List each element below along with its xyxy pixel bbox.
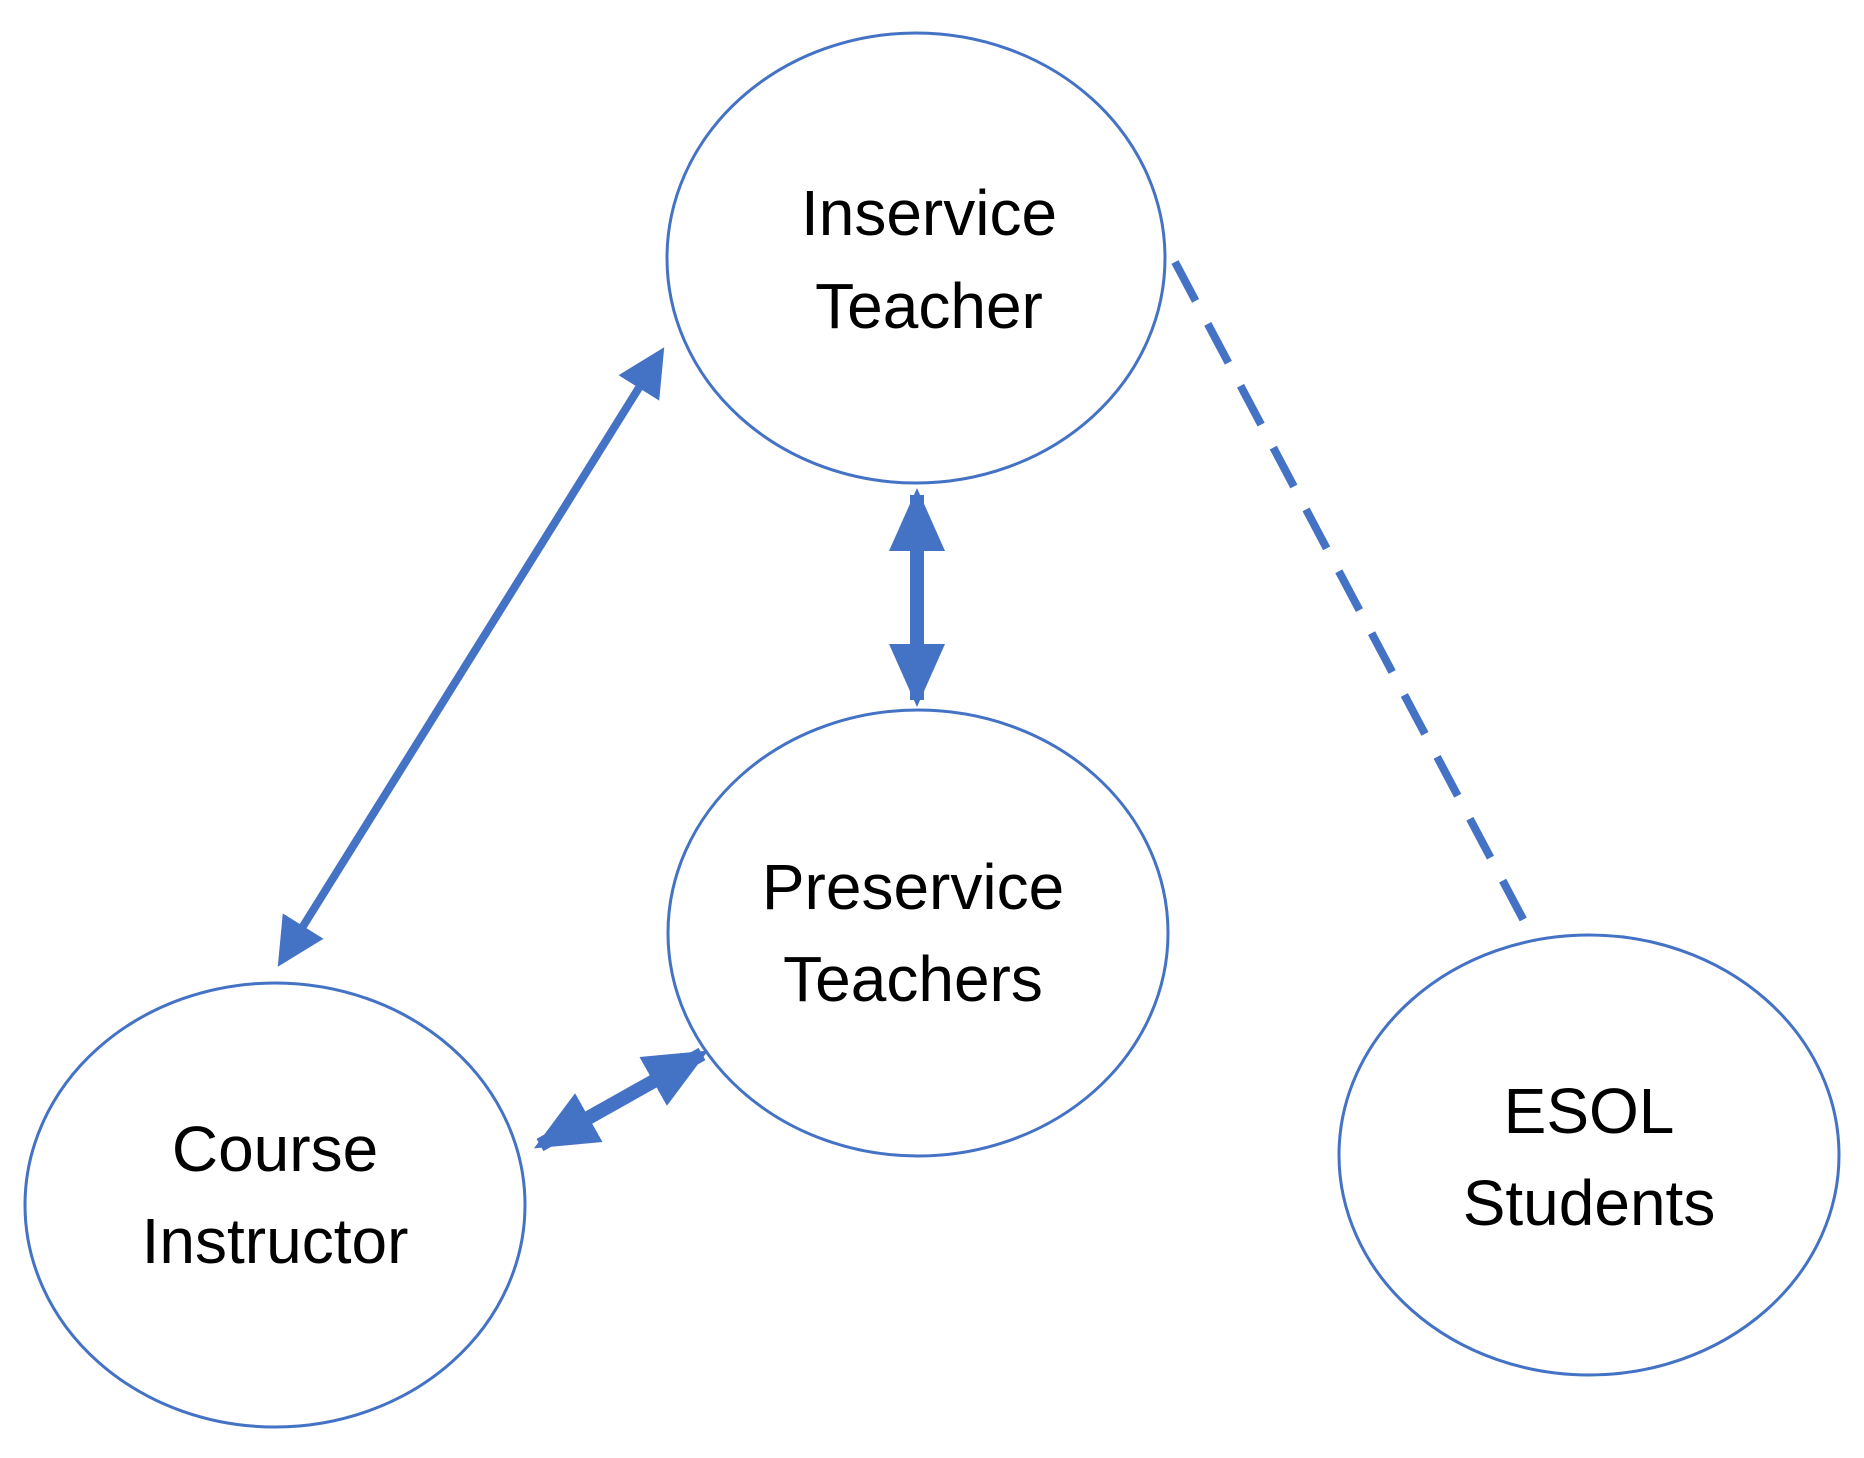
node-preservice-teachers: Preservice Teachers: [666, 708, 1170, 1158]
edge-course-to-preservice: [533, 1047, 709, 1152]
node-esol-students: ESOL Students: [1337, 933, 1841, 1377]
node-course-line1: Course: [172, 1113, 378, 1185]
edge-inservice-to-esol: [1171, 260, 1536, 938]
node-esol-line1: ESOL: [1504, 1075, 1675, 1147]
node-preservice-line2: Teachers: [783, 943, 1043, 1015]
node-course-instructor: Course Instructor: [23, 981, 527, 1429]
node-preservice-line1: Preservice: [762, 851, 1064, 923]
node-inservice-teacher: Inservice Teacher: [665, 31, 1167, 485]
edge-course-to-inservice: [277, 347, 665, 967]
node-inservice-line1: Inservice: [801, 177, 1057, 249]
node-inservice-line2: Teacher: [815, 270, 1043, 342]
node-course-line2: Instructor: [142, 1205, 409, 1277]
node-esol-line2: Students: [1463, 1167, 1716, 1239]
